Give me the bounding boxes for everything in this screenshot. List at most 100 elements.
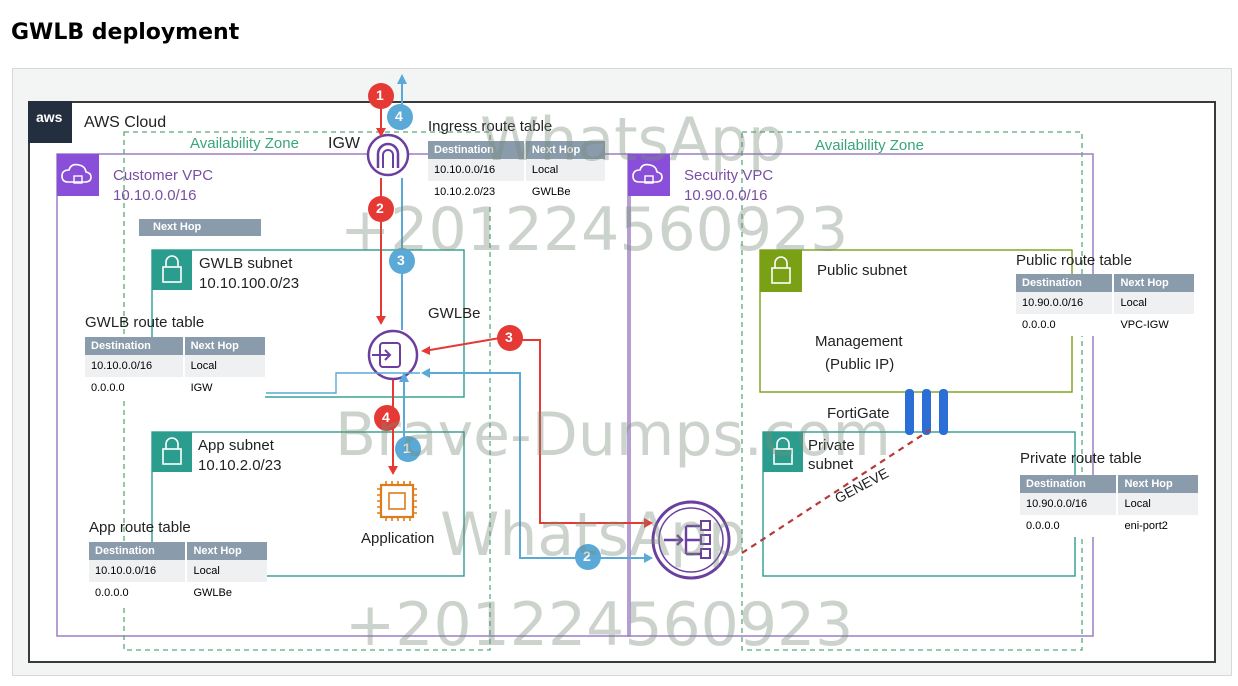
col-header: Destination xyxy=(1020,475,1118,493)
aws-logo xyxy=(28,101,72,143)
aws-cloud-label: AWS Cloud xyxy=(84,114,167,131)
ingress-route-table-title: Ingress route table xyxy=(428,118,553,135)
cell: 0.0.0.0 xyxy=(89,582,187,604)
app-subnet-border xyxy=(151,431,465,577)
red-step-1 xyxy=(368,83,394,109)
private-subnet-name-1: Private xyxy=(808,437,855,454)
customer-vpc-icon xyxy=(57,154,99,196)
management-label-1: Management xyxy=(815,333,903,350)
customer-vpc-border xyxy=(56,153,631,637)
customer-az-label: Availability Zone xyxy=(190,135,299,152)
col-header: Next Hop xyxy=(182,337,265,355)
fortigate-icon xyxy=(905,389,948,435)
col-header: Next Hop xyxy=(1116,475,1198,493)
private-route-table-title: Private route table xyxy=(1020,450,1142,467)
blue-step-2 xyxy=(575,544,601,570)
cell: IGW xyxy=(182,377,265,399)
red-step-1-label: 1 xyxy=(376,87,384,103)
blue-step-3-label: 3 xyxy=(397,252,405,268)
col-header: Next Hop xyxy=(185,542,267,560)
cell: Local xyxy=(1112,292,1194,314)
customer-vpc-name: Customer VPC xyxy=(113,167,214,184)
cell: 10.10.0.0/16 xyxy=(428,159,525,181)
gwlb-route-table-title: GWLB route table xyxy=(85,314,205,331)
page-title: GWLB deployment xyxy=(11,20,240,45)
gwlbe-icon xyxy=(367,329,419,381)
private-subnet-lock-icon xyxy=(763,432,803,472)
watermark: WhatsApp xyxy=(440,500,747,570)
gwlb-subnet-cidr: 10.10.100.0/23 xyxy=(199,275,300,292)
col-header: Next Hop xyxy=(523,141,605,159)
blue-step-4 xyxy=(387,104,413,130)
red-step-2-label: 2 xyxy=(376,200,384,216)
next-hop-tag: Next Hop xyxy=(139,219,261,236)
blue-step-1-label: 1 xyxy=(403,440,411,456)
watermark: WhatsApp xyxy=(480,105,787,175)
red-step-4-label: 4 xyxy=(382,409,390,425)
private-subnet-name-2: subnet xyxy=(808,456,854,473)
application-chip-icon xyxy=(377,481,417,521)
blue-step-4-label: 4 xyxy=(395,108,403,124)
watermark: +201224560923 xyxy=(340,195,849,265)
blue-step-3 xyxy=(389,248,415,274)
col-header: Destination xyxy=(1016,274,1114,292)
management-label-2: (Public IP) xyxy=(825,356,895,373)
public-route-table-title: Public route table xyxy=(1016,252,1132,269)
security-az-border xyxy=(741,131,1083,651)
application-label: Application xyxy=(361,530,435,547)
gwlb-subnet-name: GWLB subnet xyxy=(199,255,293,272)
app-subnet-cidr: 10.10.2.0/23 xyxy=(198,457,282,474)
blue-step-2-label: 2 xyxy=(583,548,591,564)
cell: 10.90.0.0/16 xyxy=(1016,292,1114,314)
security-vpc-icon xyxy=(628,154,670,196)
watermark: +201224560923 xyxy=(345,590,854,660)
cell: GWLBe xyxy=(185,582,267,604)
col-header: Next Hop xyxy=(1112,274,1194,292)
igw-label: IGW xyxy=(328,135,360,152)
geneve-tunnel-line xyxy=(741,429,931,554)
public-subnet-name: Public subnet xyxy=(817,262,908,279)
cell: 10.90.0.0/16 xyxy=(1020,493,1118,515)
red-step-4 xyxy=(374,405,400,431)
security-vpc-border xyxy=(627,153,1094,637)
app-subnet-name: App subnet xyxy=(198,437,274,454)
customer-vpc-cidr: 10.10.0.0/16 xyxy=(113,187,197,204)
cell: eni-port2 xyxy=(1116,515,1198,537)
cell: 10.10.0.0/16 xyxy=(89,560,187,582)
blue-step-1 xyxy=(395,436,421,462)
cell: 0.0.0.0 xyxy=(85,377,184,399)
cell: GWLBe xyxy=(523,181,605,203)
cell: VPC-IGW xyxy=(1112,314,1194,336)
red-step-2 xyxy=(368,196,394,222)
watermark: Brave-Dumps.com xyxy=(335,400,891,470)
red-step-3 xyxy=(497,325,523,351)
gwlb-subnet-lock-icon xyxy=(152,250,192,290)
cell: 0.0.0.0 xyxy=(1016,314,1114,336)
cell: Local xyxy=(182,355,265,377)
col-header: Destination xyxy=(428,141,525,159)
cell: Local xyxy=(523,159,605,181)
cell: 10.10.0.0/16 xyxy=(85,355,184,377)
fortigate-label: FortiGate xyxy=(827,405,890,422)
security-vpc-name: Security VPC xyxy=(684,167,774,184)
gwlb-icon xyxy=(651,500,731,580)
aws-logo-text: aws xyxy=(36,109,63,125)
security-vpc-cidr: 10.90.0.0/16 xyxy=(684,187,768,204)
red-step-3-label: 3 xyxy=(505,329,513,345)
red-arrowheads xyxy=(376,128,653,528)
cell: Local xyxy=(1116,493,1198,515)
col-header: Destination xyxy=(89,542,187,560)
customer-az-border xyxy=(123,131,491,651)
cell: 0.0.0.0 xyxy=(1020,515,1118,537)
app-route-table-title: App route table xyxy=(89,519,191,536)
igw-icon xyxy=(366,133,410,177)
blue-arrowheads xyxy=(397,74,653,563)
app-subnet-lock-icon xyxy=(152,432,192,472)
cell: Local xyxy=(185,560,267,582)
